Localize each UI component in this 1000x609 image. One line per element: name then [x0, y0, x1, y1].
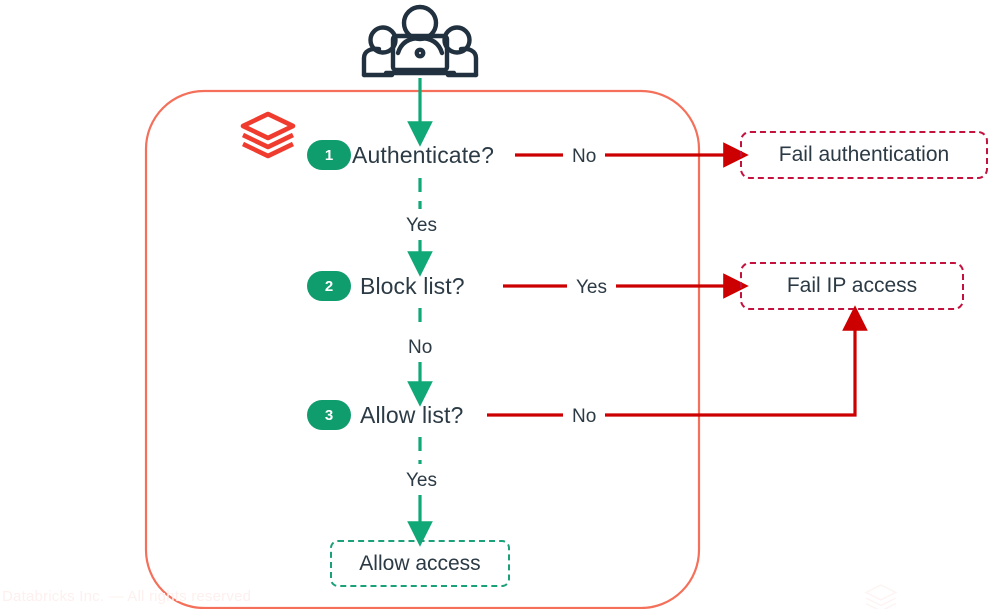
allow-access-label: Allow access — [359, 551, 481, 575]
databricks-watermark-logo-icon — [864, 584, 898, 609]
users-at-laptop-icon — [361, 4, 479, 78]
edge-label-step2-no: No — [402, 334, 439, 362]
fail-authentication-label: Fail authentication — [778, 143, 950, 166]
edge-label-step3-no: No — [563, 404, 606, 430]
databricks-logo-icon — [240, 111, 296, 159]
edge-label-step1-yes: Yes — [400, 212, 443, 240]
watermark-text: Databricks Inc. — All rights reserved — [2, 588, 252, 605]
step-3-question: Allow list? — [360, 402, 464, 428]
workspace-boundary-rect — [144, 89, 701, 609]
allow-access-box: Allow access — [330, 540, 510, 587]
step-1-question: Authenticate? — [352, 142, 494, 168]
fail-ip-access-box: Fail IP access — [740, 262, 964, 310]
step-1-number: 1 — [324, 146, 334, 164]
step-3-number: 3 — [324, 406, 334, 424]
fail-ip-access-label: Fail IP access — [786, 274, 918, 297]
edge-label-step2-yes: Yes — [567, 275, 616, 301]
edge-label-step3-yes: Yes — [400, 467, 443, 495]
step-2-badge: 2 — [307, 271, 351, 301]
step-2-number: 2 — [324, 277, 334, 295]
edge-step3-no-to-fail-ip — [487, 305, 868, 417]
step-3-badge: 3 — [307, 400, 351, 430]
step-1-badge: 1 — [307, 140, 351, 170]
fail-authentication-box: Fail authentication — [740, 131, 988, 179]
edge-label-step1-no: No — [563, 144, 606, 170]
step-2-question: Block list? — [360, 273, 465, 299]
